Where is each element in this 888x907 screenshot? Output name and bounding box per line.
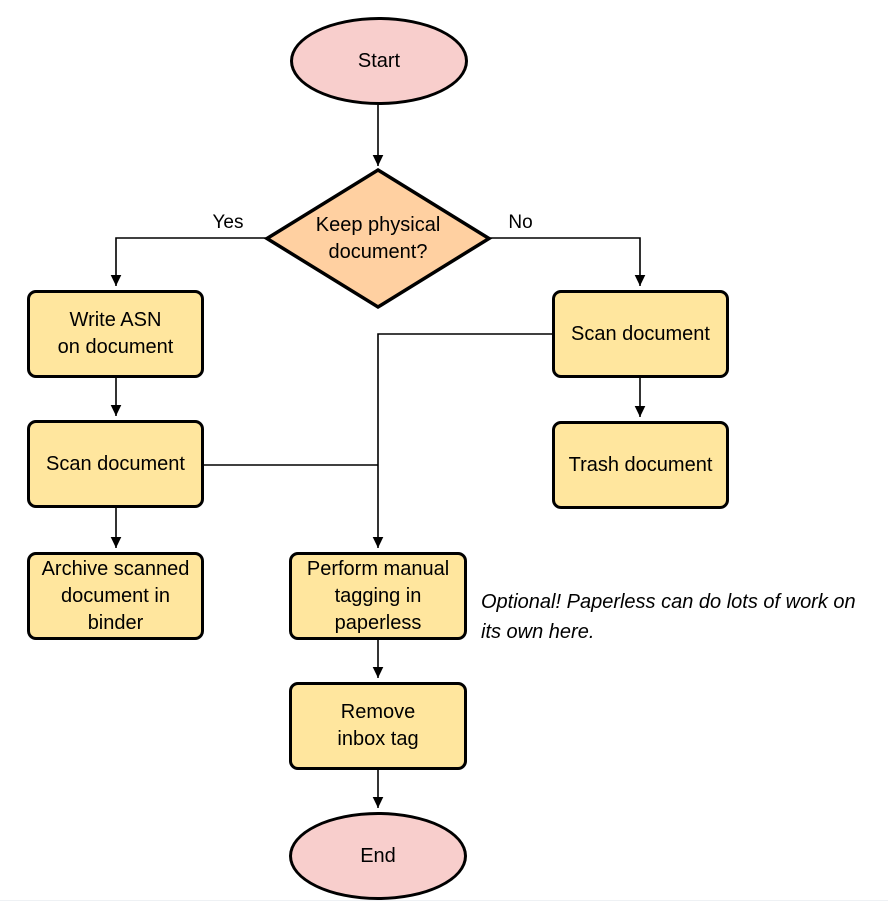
scan-document-right-label: Scan document bbox=[571, 322, 710, 345]
annotation-note: Optional! Paperless can do lots of work … bbox=[481, 591, 856, 643]
connector-decision-yes bbox=[110, 237, 266, 286]
manual-tagging-label: Perform manual tagging in paperless bbox=[306, 557, 450, 634]
start-node-label: Start bbox=[357, 49, 401, 72]
decision-node: Keep physical document? bbox=[288, 210, 468, 268]
archive-node: Archive scanned document in binder bbox=[27, 552, 204, 640]
end-node: End bbox=[289, 812, 467, 900]
no-edge-label: No bbox=[508, 212, 533, 233]
connector-scanright-to-tagging bbox=[372, 333, 552, 548]
scan-document-left-label: Scan document bbox=[46, 452, 185, 475]
decision-node-shape bbox=[263, 167, 493, 310]
decision-node-label: Keep physical document? bbox=[315, 214, 441, 263]
scan-document-left-node: Scan document bbox=[27, 420, 204, 508]
archive-node-label: Archive scanned document in binder bbox=[41, 557, 190, 634]
manual-tagging-node: Perform manual tagging in paperless bbox=[289, 552, 467, 640]
remove-inbox-tag-node: Remove inbox tag bbox=[289, 682, 467, 770]
write-asn-node-label: Write ASN on document bbox=[57, 309, 174, 358]
scan-document-right-node: Scan document bbox=[552, 290, 729, 378]
trash-document-node: Trash document bbox=[552, 421, 729, 509]
end-node-label: End bbox=[360, 844, 396, 867]
start-node: Start bbox=[290, 17, 468, 105]
page-bottom-edge bbox=[0, 900, 888, 901]
trash-document-label: Trash document bbox=[568, 453, 713, 476]
yes-edge-label: Yes bbox=[212, 212, 244, 233]
remove-inbox-tag-label: Remove inbox tag bbox=[337, 701, 419, 750]
connector-decision-no bbox=[490, 237, 646, 286]
write-asn-node: Write ASN on document bbox=[27, 290, 204, 378]
